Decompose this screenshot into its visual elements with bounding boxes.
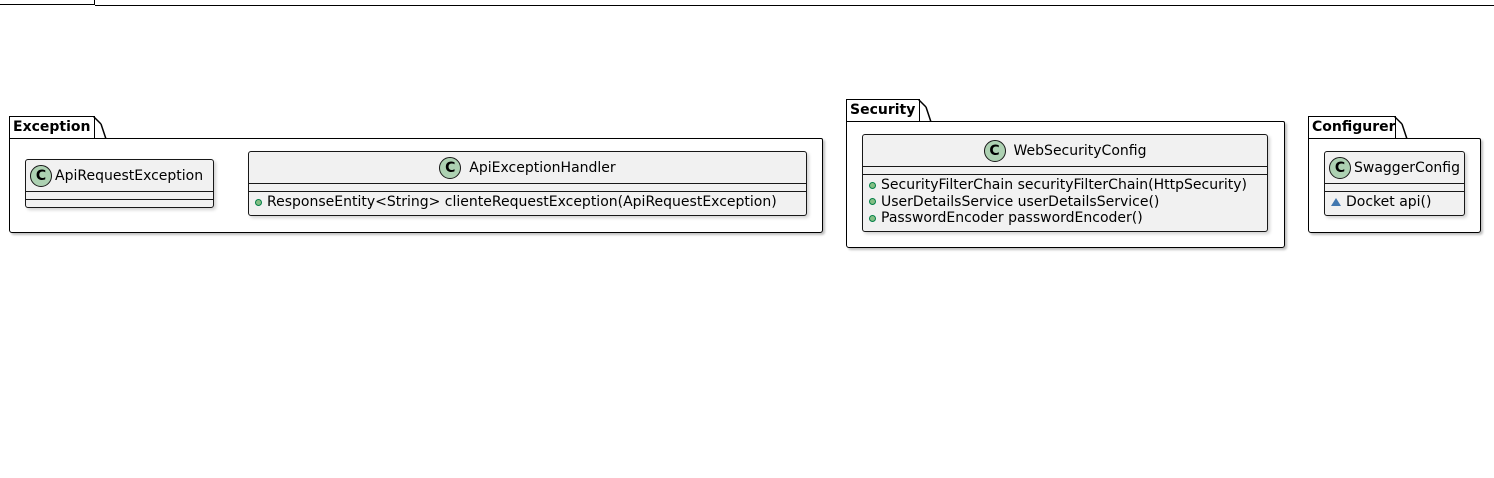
class-attributes-section (1325, 184, 1464, 192)
public-visibility-icon (869, 181, 876, 189)
method-signature: Docket api() (1346, 194, 1432, 210)
outer-package-border (95, 5, 1494, 6)
class-api-request-exception[interactable]: C ApiRequestException (25, 159, 214, 208)
public-visibility-icon (869, 214, 876, 222)
package-configurer-tab-slope (1394, 116, 1408, 139)
class-name: SwaggerConfig (1354, 159, 1460, 176)
class-method: UserDetailsService userDetailsService() (863, 194, 1267, 211)
class-c-icon: C (983, 139, 1006, 162)
package-visibility-icon (1331, 198, 1341, 207)
class-header: C ApiExceptionHandler (249, 152, 806, 184)
package-exception: Exception C ApiRequestException C ApiExc… (9, 116, 823, 233)
class-name: WebSecurityConfig (1013, 142, 1147, 159)
class-c-icon: C (439, 156, 462, 179)
class-attributes-section (863, 167, 1267, 175)
class-name: ApiRequestException (55, 167, 204, 184)
method-signature: SecurityFilterChain securityFilterChain(… (881, 177, 1247, 193)
class-swagger-config[interactable]: C SwaggerConfig Docket api() (1324, 151, 1465, 216)
method-signature: PasswordEncoder passwordEncoder() (881, 210, 1143, 226)
class-method: SecurityFilterChain securityFilterChain(… (863, 177, 1267, 194)
class-methods-section: SecurityFilterChain securityFilterChain(… (863, 175, 1267, 227)
class-header: C ApiRequestException (26, 160, 213, 192)
class-c-icon: C (30, 164, 52, 187)
package-security-tab: Security (846, 99, 920, 122)
class-api-exception-handler[interactable]: C ApiExceptionHandler ResponseEntity<Str… (248, 151, 807, 216)
class-c-icon: C (1329, 156, 1351, 179)
class-attributes-section (249, 184, 806, 192)
class-method: PasswordEncoder passwordEncoder() (863, 210, 1267, 227)
package-exception-tab: Exception (9, 116, 95, 139)
package-security-tab-slope (918, 99, 932, 122)
method-signature: ResponseEntity<String> clienteRequestExc… (267, 194, 777, 210)
class-attributes-section (26, 192, 213, 200)
outer-package-tab (0, 0, 95, 5)
method-signature: UserDetailsService userDetailsService() (881, 193, 1160, 210)
public-visibility-icon (255, 198, 262, 206)
class-name: ApiExceptionHandler (469, 159, 616, 176)
package-configurer: Configurer C SwaggerConfig Docket api() (1308, 116, 1481, 233)
package-exception-tab-slope (93, 116, 107, 139)
class-methods-section: Docket api() (1325, 192, 1464, 211)
class-header: C SwaggerConfig (1325, 152, 1464, 184)
package-security: Security C WebSecurityConfig SecurityFil… (846, 99, 1285, 249)
public-visibility-icon (869, 198, 876, 206)
class-header: C WebSecurityConfig (863, 135, 1267, 167)
package-configurer-tab: Configurer (1308, 116, 1396, 139)
class-method: ResponseEntity<String> clienteRequestExc… (249, 194, 806, 211)
class-web-security-config[interactable]: C WebSecurityConfig SecurityFilterChain … (862, 134, 1268, 232)
class-methods-section: ResponseEntity<String> clienteRequestExc… (249, 192, 806, 211)
class-method: Docket api() (1325, 194, 1464, 211)
